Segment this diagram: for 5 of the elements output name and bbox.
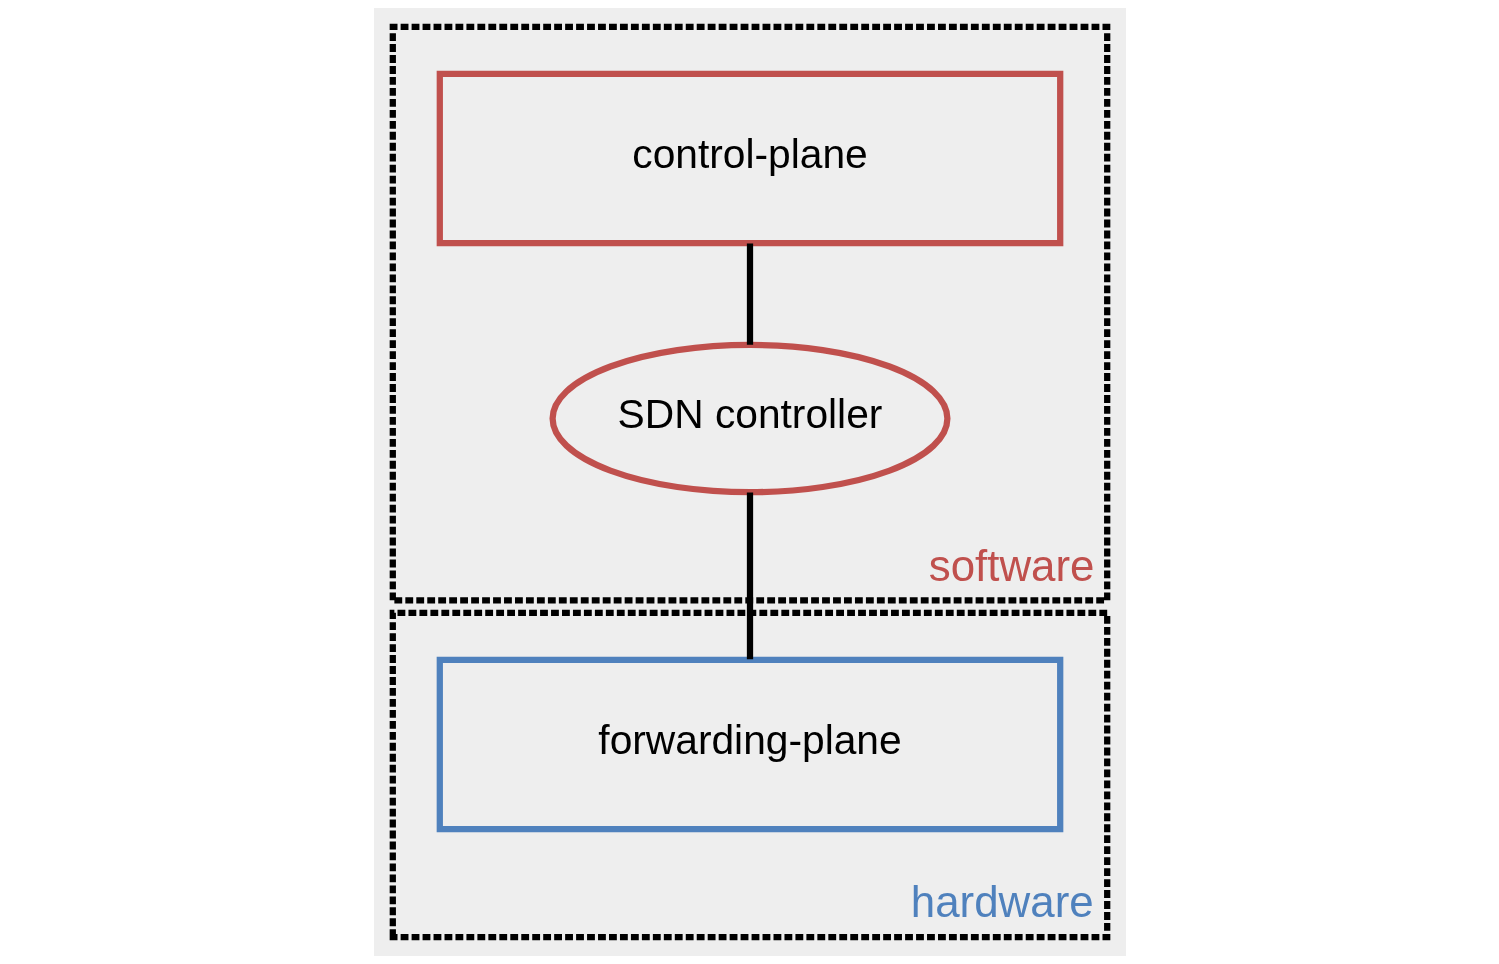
connector	[746, 492, 753, 660]
node-ellipse: SDN controller	[548, 341, 951, 496]
node-box: forwarding-plane	[436, 656, 1063, 833]
node-box: control-plane	[436, 70, 1063, 247]
connector	[746, 243, 753, 345]
